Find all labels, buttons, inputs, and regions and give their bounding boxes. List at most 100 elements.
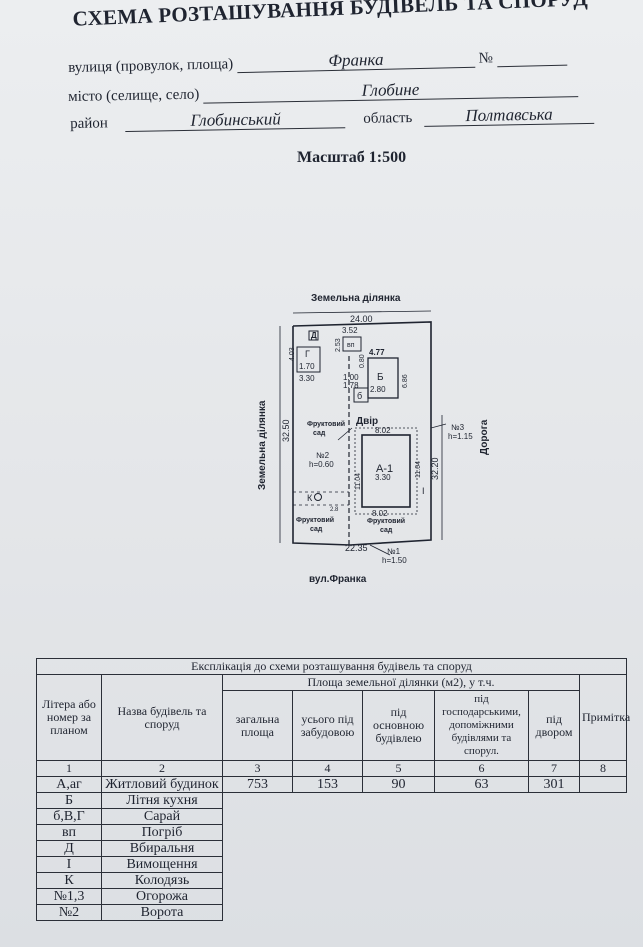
row-note [578,776,628,793]
row-total: 753 [222,776,293,793]
row-code: вп [36,824,102,841]
row-name: Ворота [101,904,223,921]
dim-left: 32.50 [281,419,291,442]
table-caption: Експлікація до схеми розташування будіве… [35,658,628,675]
label-blind-area: І [422,486,425,496]
dim-178: 1.78 [343,381,359,390]
row-built: 153 [292,776,363,793]
dim-right: 32.20 [430,457,440,480]
col-number: 8 [578,760,628,777]
building-b [367,357,399,399]
dim-top: 24.00 [350,314,373,324]
well-icon [314,493,322,501]
header-code: Літера або номер за планом [36,674,102,761]
building-g [296,346,321,373]
label-small-28: 2.8 [330,507,339,513]
dim-top-line [292,310,432,314]
header-built: усього під забудовою [292,690,363,761]
row-name: Вимощення [101,856,223,873]
label-g: Г [305,349,310,359]
leader-n1 [369,544,391,556]
label-b-small: б [357,391,362,401]
dim-403: 4.03 [289,347,296,361]
label-b-big: Б [377,372,384,383]
row-name: Вбиральня [101,840,223,857]
col-number: 7 [528,760,580,777]
empty-area [221,792,627,921]
building-vp [342,336,362,352]
garden-1-line2: сад [313,430,326,437]
dim-080: 0.80 [359,354,366,368]
blind-area [354,427,418,515]
garden-2-line1: Фруктовий [296,516,334,524]
garden-3-line1: Фруктовий [367,517,405,525]
row-code: б,В,Г [36,808,102,825]
row-code: К [36,872,102,889]
dim-170: 1.70 [299,362,315,371]
building-small-b [353,387,369,403]
col-number: 6 [434,760,529,777]
label-main-house: А-1 [376,463,393,475]
row-code: Б [36,792,102,809]
dim-477: 4.77 [369,348,385,357]
label-street: вул.Франка [309,574,367,585]
building-d [308,330,319,341]
plot-boundary [292,321,432,546]
header-note: Примітка [578,674,630,761]
dim-686: 6.86 [402,374,409,388]
col-number: 2 [101,760,223,777]
table-row: Д Вбиральня [36,840,627,857]
garden-1-line1: Фруктовий [307,420,345,428]
header-total: загальна площа [222,690,293,761]
row-code: І [36,856,102,873]
table-row: А,аг Житловий будинок 753 153 90 63 301 [36,776,628,793]
label-left-plot: Земельна ділянка [257,400,268,490]
label-n2-h: h=0.60 [309,460,334,469]
label-n1: №1 [387,547,401,556]
row-name: Погріб [101,824,223,841]
dim-100: 1.00 [343,373,359,382]
table-row: Б Літня кухня [36,792,627,921]
label-n3: №3 [451,423,465,432]
label-vp: вп [347,342,355,349]
table-row: І Вимощення [36,856,627,873]
row-main: 90 [362,776,435,793]
dim-330b: 3.30 [375,473,391,482]
label-n1-h: h=1.50 [382,556,407,565]
row-yard: 301 [528,776,580,793]
col-number: 1 [36,760,102,777]
col-number: 4 [292,760,363,777]
dim-bottom: 22.35 [345,543,368,553]
main-house [361,434,411,508]
label-n3-h: h=1.15 [448,432,473,441]
header-area-group: Площа земельної ділянки (м2), у т.ч. [222,674,580,691]
col-number: 5 [362,760,435,777]
garden-2-line2: сад [310,526,323,533]
label-well: К [307,493,313,503]
header-yard: під двором [528,690,580,761]
label-top-plot: Земельна ділянка [311,293,401,304]
row-name: Житловий будинок [101,776,223,793]
row-code: №2 [36,904,102,921]
scale-label: Масштаб 1:500 [297,149,407,166]
header-aux: під господарськими, допоміжними будівлям… [434,690,529,761]
row-name: Сарай [101,808,223,825]
header-name: Назва будівель та споруд [101,674,223,761]
dim-352: 3.52 [342,326,358,335]
leader-n2 [337,427,353,441]
dim-802a: 8.02 [375,426,391,435]
garden-3-line2: сад [380,527,393,534]
row-code: А,аг [36,776,102,793]
dim-802b: 8.02 [372,509,388,518]
table-row: К Колодязь [36,872,627,889]
row-name: Літня кухня [101,792,223,809]
dim-330a: 3.30 [299,374,315,383]
label-n2: №2 [316,451,330,460]
label-yard: Двір [356,416,378,427]
row-code: Д [36,840,102,857]
header-main: під основною будівлею [362,690,435,761]
dim-280: 2.80 [370,385,386,394]
table-row: №2 Ворота [36,904,627,921]
row-name: Огорожа [101,888,223,905]
